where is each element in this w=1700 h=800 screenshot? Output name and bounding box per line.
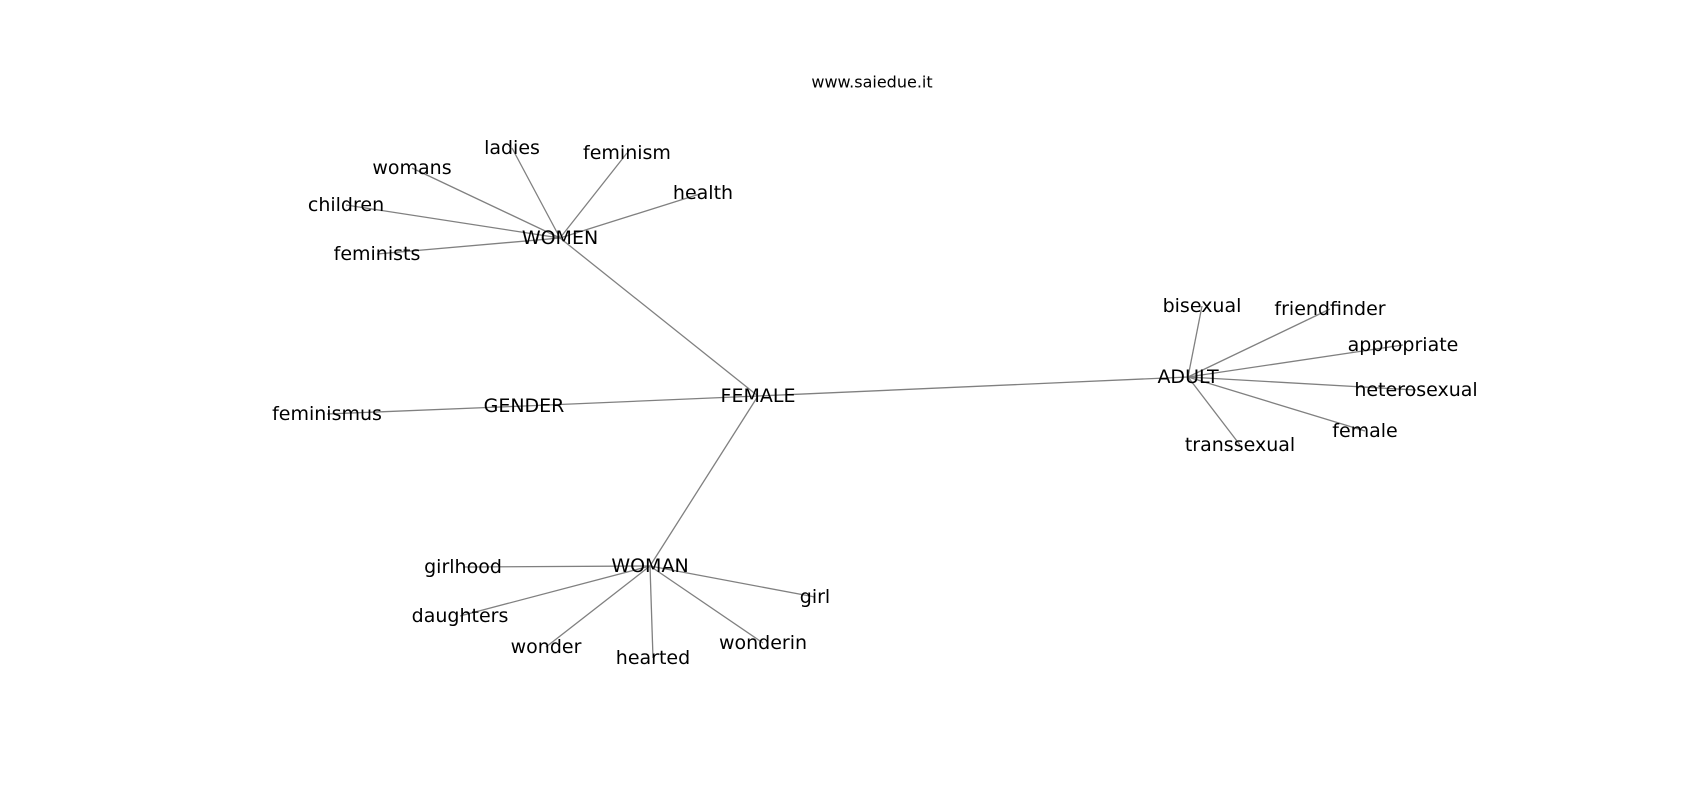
edge-woman-girl <box>649 565 816 598</box>
edge-layer <box>326 147 1417 659</box>
node-label-girlhood: girlhood <box>424 556 502 578</box>
edge-women-health <box>559 192 704 239</box>
edge-woman-wonder <box>545 565 651 648</box>
edge-adult-transsexual <box>1187 376 1241 446</box>
node-label-woman: WOMAN <box>611 555 688 577</box>
node-label-womans: womans <box>372 157 451 179</box>
edge-gender-feminismus <box>326 405 525 415</box>
node-label-layer: FEMALE WOMEN GENDER WOMAN ADULT ladies feminis… <box>272 137 1478 669</box>
node-label-feminismus: feminismus <box>272 403 382 425</box>
edge-women-womans <box>411 167 561 239</box>
node-label-women: WOMEN <box>522 227 598 249</box>
edge-female-adult <box>757 376 1189 397</box>
edge-woman-girlhood <box>462 565 651 568</box>
node-label-hearted: hearted <box>616 647 690 669</box>
node-label-wonderin: wonderin <box>719 632 807 654</box>
edge-women-ladies <box>511 147 561 239</box>
node-label-friendfinder: friendfinder <box>1274 298 1385 320</box>
edge-female-gender <box>523 395 759 407</box>
node-label-bisexual: bisexual <box>1163 295 1242 317</box>
node-label-heterosexual: heterosexual <box>1354 379 1477 401</box>
node-label-transsexual: transsexual <box>1185 434 1295 456</box>
edge-female-woman <box>649 395 759 567</box>
edge-women-feminists <box>376 237 561 255</box>
node-label-girl: girl <box>800 586 830 608</box>
node-label-daughters: daughters <box>412 605 509 627</box>
edge-adult-female <box>1187 376 1366 432</box>
node-label-adult: ADULT <box>1157 366 1219 388</box>
watermark-text: www.saiedue.it <box>811 73 932 92</box>
edge-female-women <box>559 237 759 397</box>
edge-woman-hearted <box>649 565 654 659</box>
edge-adult-heterosexual <box>1187 376 1417 391</box>
node-label-health: health <box>673 182 733 204</box>
node-label-children: children <box>308 194 384 216</box>
edge-woman-daughters <box>459 565 651 617</box>
node-label-appropriate: appropriate <box>1348 334 1459 356</box>
node-label-wonder: wonder <box>511 636 582 658</box>
edge-adult-appropriate <box>1187 344 1404 378</box>
edge-women-feminism <box>559 152 628 239</box>
node-label-female: female <box>1332 420 1398 442</box>
edge-women-children <box>345 204 561 239</box>
node-label-female: FEMALE <box>721 385 796 407</box>
node-label-feminism: feminism <box>583 142 671 164</box>
edge-adult-bisexual <box>1187 305 1203 378</box>
node-label-ladies: ladies <box>484 137 540 159</box>
node-label-gender: GENDER <box>484 395 565 417</box>
edge-woman-wonderin <box>649 565 764 644</box>
edge-adult-friendfinder <box>1187 308 1331 378</box>
node-label-feminists: feminists <box>334 243 421 265</box>
